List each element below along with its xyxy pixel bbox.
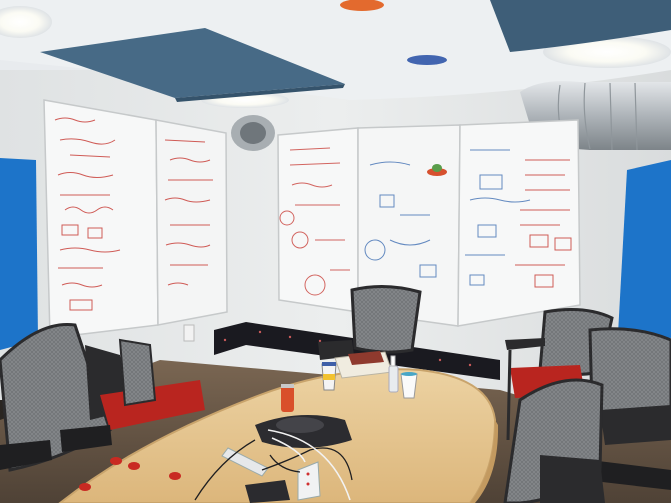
- blue-wall-panel-left: [0, 158, 38, 350]
- baseboard-strip: [214, 322, 500, 380]
- soda-can: [281, 384, 294, 412]
- office-chair-back: [318, 284, 422, 360]
- paper-cup: [400, 372, 418, 399]
- notebook: [334, 351, 393, 379]
- magnet-markers: [79, 457, 181, 491]
- office-chair-right-2: [585, 327, 671, 490]
- conference-table-edge: [470, 420, 499, 503]
- ceiling-sticker-orange: [340, 0, 384, 11]
- hanging-acoustic-panel: [40, 28, 345, 98]
- marker-scribbles-right: [364, 149, 531, 286]
- cables: [194, 439, 353, 501]
- conference-phone: [255, 415, 352, 449]
- ceiling-light-left: [0, 6, 52, 38]
- ceiling-sticker-blue: [407, 55, 447, 65]
- whiteboard-left-2: [155, 119, 228, 326]
- coffee-cup: [321, 362, 337, 391]
- hanging-acoustic-panel-shadow: [175, 84, 345, 102]
- outlet-plate: [183, 324, 195, 342]
- ufo-doodle-dome: [432, 164, 442, 172]
- mouse-device: [245, 480, 290, 503]
- marker-scribbles-right-red: [515, 159, 572, 288]
- office-chair-left: [0, 322, 205, 472]
- whiteboard-left-1: [43, 99, 159, 339]
- blue-wall-panel-right: [618, 160, 671, 338]
- top-right-ceiling-panel: [490, 0, 671, 52]
- marker-scribbles-center: [279, 147, 350, 296]
- whiteboard-right: [457, 119, 581, 327]
- marker-scribbles-left: [54, 117, 213, 311]
- office-chair-front-right: [503, 378, 605, 503]
- cables-white: [267, 429, 351, 501]
- soap-bottle: [388, 355, 399, 393]
- whiteboard-center: [277, 127, 359, 313]
- baseboard-dots: [223, 330, 472, 367]
- ceiling-speaker-inner: [240, 122, 266, 144]
